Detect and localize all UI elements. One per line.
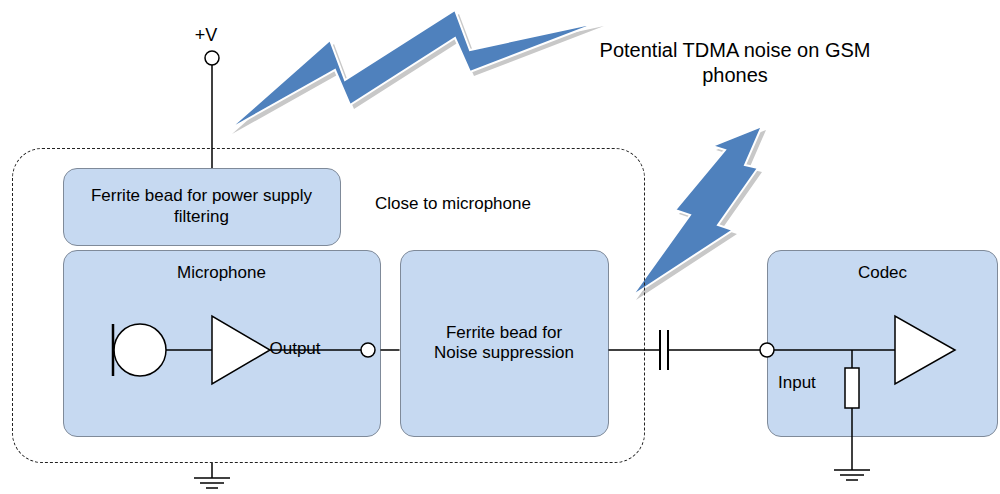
note-text: Potential TDMA noise on GSM phones <box>590 38 880 88</box>
proximity-region: Close to microphone Ferrite bead for powe… <box>12 148 645 463</box>
amplifier-symbol <box>212 316 270 384</box>
box-label: Codec <box>768 263 997 283</box>
input-terminal <box>760 343 774 357</box>
ground-symbol <box>194 463 230 488</box>
signal-wire <box>381 349 400 351</box>
capacitor-symbol <box>660 330 668 370</box>
bias-wire <box>851 350 853 368</box>
supply-terminal <box>205 51 219 65</box>
microphone-symbol <box>113 324 212 376</box>
output-terminal <box>361 343 375 357</box>
amplifier-symbol <box>895 316 955 384</box>
pin-label: Input <box>778 373 816 393</box>
pin-label: Output <box>270 339 321 359</box>
signal-wire <box>609 349 768 351</box>
supply-label: +V <box>186 24 226 47</box>
lightning-bolt <box>632 126 766 300</box>
lightning-bolt <box>228 10 604 134</box>
input-wire <box>774 349 895 351</box>
microphone-box: MicrophoneOutput <box>63 250 381 437</box>
ferrite-bead-box: Ferrite bead for Noise suppression <box>400 250 609 437</box>
ferrite-bead-box: Ferrite bead for power supply filtering <box>63 168 341 246</box>
ground-symbol <box>834 408 870 480</box>
resistor-symbol <box>845 368 859 408</box>
output-wire <box>270 349 361 351</box>
box-label: Close to microphone <box>375 194 531 214</box>
box-label: Ferrite bead for power supply filtering <box>78 186 326 227</box>
supply-wire <box>211 65 213 168</box>
codec-box: CodecInput <box>767 250 998 437</box>
box-label: Ferrite bead for Noise suppression <box>423 323 586 364</box>
box-label: Microphone <box>64 263 380 283</box>
